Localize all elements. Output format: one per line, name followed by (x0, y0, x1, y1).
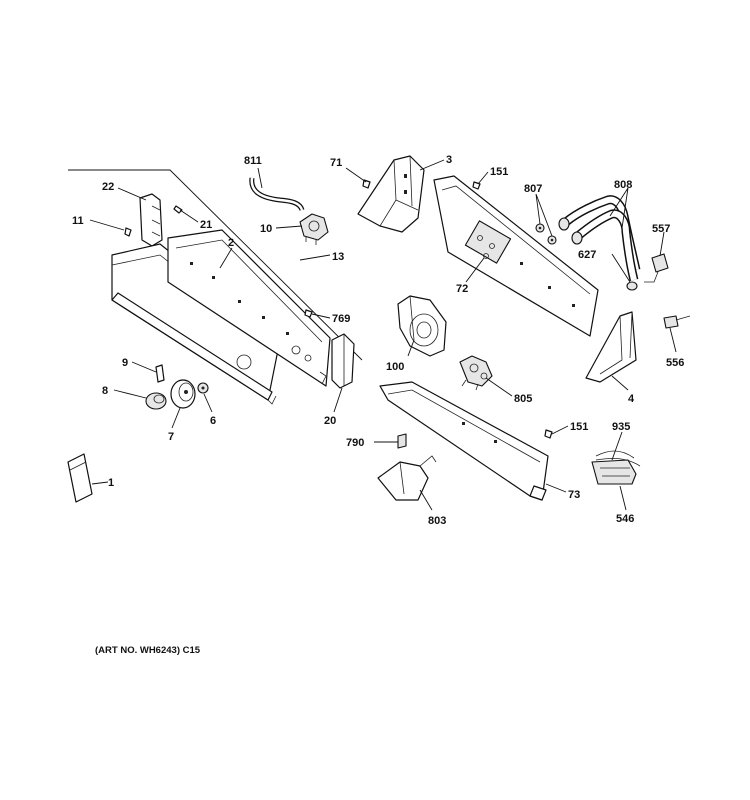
part-557-cord (644, 253, 669, 283)
callout-557: 557 (652, 223, 670, 235)
part-1-literature (67, 453, 93, 503)
part-151-screw-lower (544, 429, 553, 439)
callout-4: 4 (628, 393, 635, 405)
part-935-harness (595, 450, 641, 467)
part-20-end-cap (331, 333, 355, 389)
part-13-panel-frame (167, 229, 331, 387)
part-811-hose (249, 177, 305, 211)
part-22-bracket (139, 193, 163, 247)
part-807-washers (535, 223, 557, 245)
callout-13: 13 (332, 251, 344, 263)
part-72-rear-panel (433, 175, 599, 337)
callout-11: 11 (72, 215, 84, 227)
part-21-screw (173, 205, 183, 214)
callout-935: 935 (612, 421, 630, 433)
part-7-dial (170, 379, 196, 409)
part-627-washer (626, 281, 638, 291)
callout-10: 10 (260, 223, 272, 235)
callout-811: 811 (244, 155, 262, 167)
callout-3: 3 (446, 154, 452, 166)
callout-151-lower: 151 (570, 421, 588, 433)
callout-556: 556 (666, 357, 684, 369)
callout-9: 9 (122, 357, 128, 369)
callout-100: 100 (386, 361, 404, 373)
callout-22: 22 (102, 181, 114, 193)
callout-790: 790 (346, 437, 364, 449)
callout-8: 8 (102, 385, 108, 397)
group-bracket-line (68, 169, 363, 361)
callout-805: 805 (514, 393, 532, 405)
part-556-connector (663, 315, 691, 329)
callout-2: 2 (228, 237, 234, 249)
part-803-pressure-switch (377, 455, 437, 501)
part-73-lower-panel (379, 381, 549, 501)
callout-21: 21 (200, 219, 212, 231)
part-790-clamp (397, 433, 407, 449)
part-546-terminal-block (591, 459, 637, 485)
callout-6: 6 (210, 415, 216, 427)
leader-lines (89, 159, 677, 511)
part-3-bracket (357, 155, 425, 233)
callout-73: 73 (568, 489, 580, 501)
callout-1: 1 (108, 477, 114, 489)
callout-769: 769 (332, 313, 350, 325)
callout-71: 71 (330, 157, 342, 169)
part-805-valve (459, 355, 493, 391)
part-8-knob (145, 392, 167, 410)
part-9-clip (155, 364, 165, 383)
callout-546: 546 (616, 513, 634, 525)
art-number: (ART NO. WH6243) C15 (95, 645, 201, 656)
part-6-nut (197, 382, 209, 394)
part-11-screw (124, 227, 132, 237)
part-100-timer (397, 295, 447, 357)
part-769-screw (304, 309, 313, 318)
callout-72: 72 (456, 283, 468, 295)
part-10-switch (299, 213, 329, 245)
callout-20: 20 (324, 415, 336, 427)
callout-807: 807 (524, 183, 542, 195)
callout-627: 627 (578, 249, 596, 261)
part-4-end-cap (585, 311, 637, 383)
callout-808: 808 (614, 179, 632, 191)
callout-803: 803 (428, 515, 446, 527)
part-71-screw (362, 179, 371, 189)
callout-7: 7 (168, 431, 174, 443)
callout-151-top: 151 (490, 166, 508, 178)
